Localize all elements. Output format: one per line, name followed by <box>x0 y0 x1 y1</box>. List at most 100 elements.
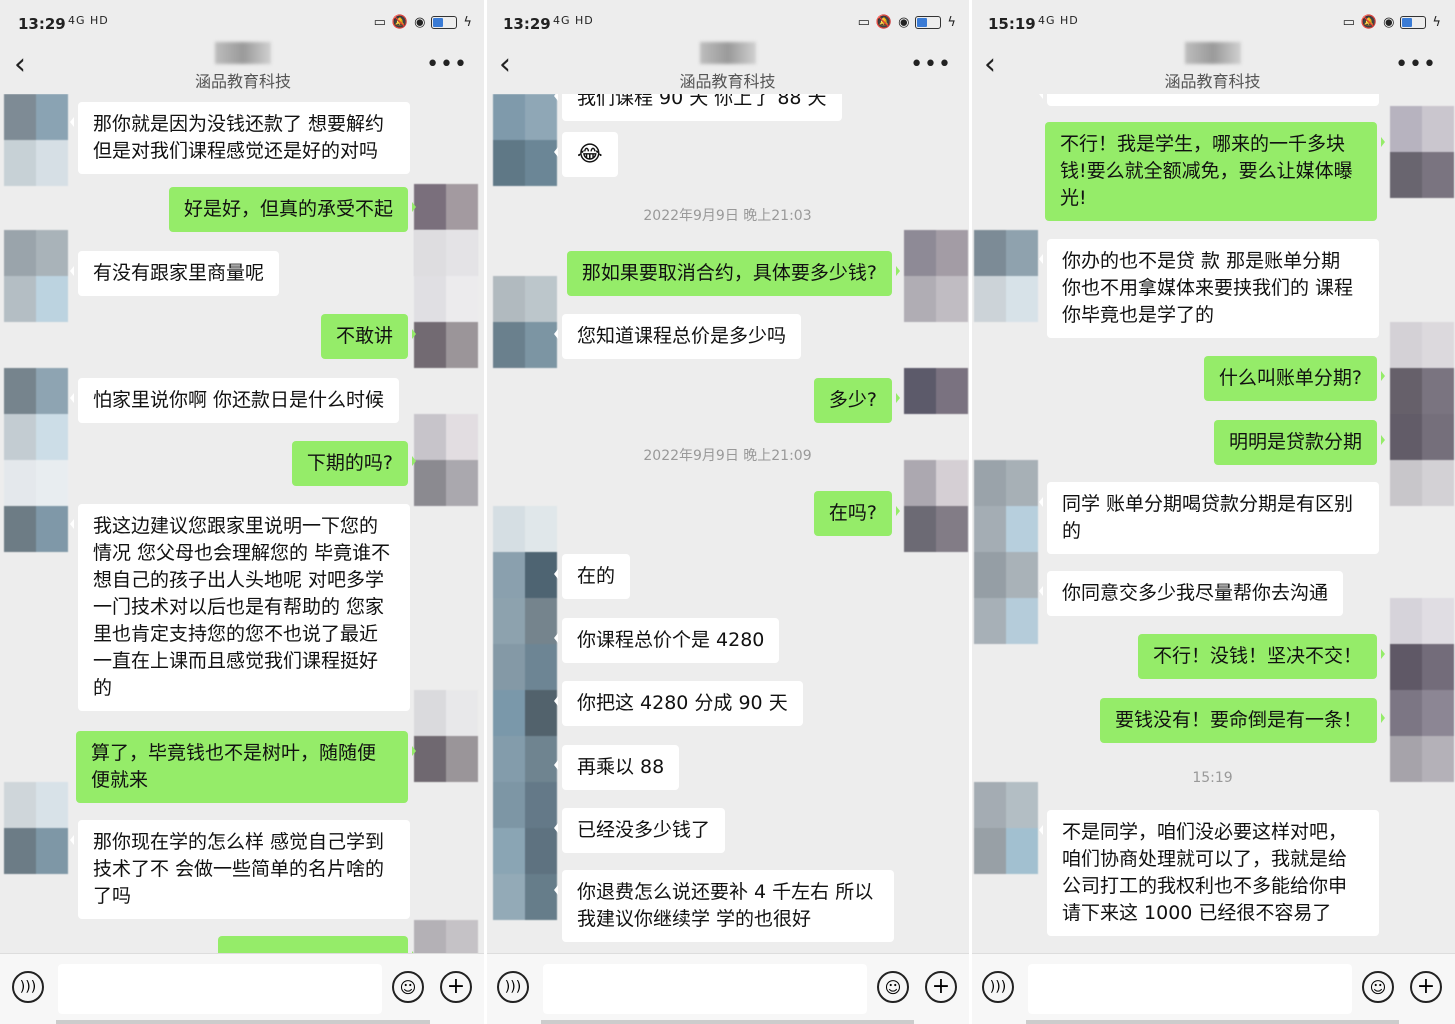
plus-icon[interactable]: + <box>925 971 957 1003</box>
message-bubble[interactable]: 你办的也不是贷 款 那是账单分期 你也不用拿媒体来要挟我们的 课程 你毕竟也是学… <box>1039 239 1379 338</box>
message-bubble[interactable]: 不是同学，咱们没必要这样对吧，咱们协商处理就可以了，我就是给公司打工的我权利也不… <box>1039 810 1379 936</box>
plus-icon[interactable]: + <box>1410 971 1442 1003</box>
avatar <box>4 230 68 322</box>
status-time: 15:19 <box>988 15 1036 33</box>
message-bubble[interactable]: 不行！没钱！坚决不交！ <box>1137 634 1386 679</box>
message-bubble[interactable]: 什么叫账单分期? <box>1203 356 1386 401</box>
back-icon[interactable]: ‹ <box>499 47 511 82</box>
message-bubble[interactable]: 已经没多少钱了 <box>553 808 726 853</box>
system-icons: ▭🔕◉ϟ <box>857 15 956 30</box>
message-bubble[interactable]: 好是好，但真的承受不起 <box>168 187 417 232</box>
status-bar: 15:19 4G HD ▭🔕◉ϟ <box>970 0 1455 46</box>
more-icon[interactable]: ••• <box>426 52 468 77</box>
message-bubble[interactable]: 再乘以 88 <box>553 745 680 790</box>
message-bubble[interactable]: 不行！我是学生，哪来的一千多块钱!要么就全额减免，要么让媒体曝光! <box>1045 122 1385 221</box>
avatar <box>974 460 1038 644</box>
message-bubble[interactable]: 你把这 4280 分成 90 天 <box>554 681 803 726</box>
status-time: 13:29 <box>18 15 66 33</box>
contact-name-redacted <box>1184 42 1241 64</box>
message-bubble[interactable]: 您知道课程总价是多少吗 <box>553 314 802 359</box>
chat-screen-3: 15:19 4G HD ▭🔕◉ϟ ‹ 涵品教育科技 ••• 不行！我是学生，哪来… <box>970 0 1455 1024</box>
message-list[interactable]: 那你就是因为没钱还款了 想要解约但是对我们课程感觉还是好的对吗 好是好，但真的承… <box>0 94 486 954</box>
more-icon[interactable]: ••• <box>1395 52 1437 77</box>
message-bubble[interactable]: 那如果要取消合约，具体要多少钱? <box>566 251 901 296</box>
input-bar: ))) ☺ + <box>0 953 486 1024</box>
timestamp: 15:19 <box>1192 770 1233 786</box>
avatar <box>4 782 68 874</box>
avatar <box>493 276 557 368</box>
avatar <box>414 920 478 954</box>
more-icon[interactable]: ••• <box>910 52 952 77</box>
home-indicator <box>56 1020 430 1024</box>
avatar <box>1390 322 1454 506</box>
message-bubble[interactable]: 不敢讲 <box>320 314 417 359</box>
message-list[interactable]: 不行！我是学生，哪来的一千多块钱!要么就全额减免，要么让媒体曝光! 你办的也不是… <box>970 94 1455 954</box>
plus-icon[interactable]: + <box>440 971 472 1003</box>
message-list[interactable]: 我们课程 90 天 你上了 88 天 😂 2022年9月9日 晚上21:03 那… <box>485 94 970 954</box>
avatar <box>493 506 557 920</box>
message-bubble[interactable]: 你同意交多少我尽量帮你去沟通 <box>1038 571 1344 616</box>
signal-indicator: 4G HD <box>68 14 109 27</box>
message-bubble-partial[interactable] <box>1039 94 1379 106</box>
emoji-icon[interactable]: ☺ <box>392 971 424 1003</box>
avatar <box>904 368 968 414</box>
message-bubble[interactable]: 那你现在学的怎么样 感觉自己学到技术了不 会做一些简单的名片啥的了吗 <box>70 820 410 919</box>
contact-name-redacted <box>215 42 271 64</box>
message-bubble[interactable]: 你课程总价个是 4280 <box>553 618 780 663</box>
panel-divider <box>484 0 487 1024</box>
back-icon[interactable]: ‹ <box>984 47 996 82</box>
chat-screen-1: 13:29 4G HD ▭🔕◉ϟ ‹ 涵品教育科技 ••• 那你就是因为没钱还款… <box>0 0 486 1024</box>
avatar <box>904 230 968 322</box>
message-bubble[interactable]: 怕家里说你啊 你还款日是什么时候 <box>69 378 400 423</box>
home-indicator <box>541 1020 914 1024</box>
chat-title: 涵品教育科技 <box>679 72 776 91</box>
message-bubble[interactable]: 要钱没有！要命倒是有一条！ <box>1099 698 1386 743</box>
emoji-icon[interactable]: ☺ <box>1362 971 1394 1003</box>
contact-name-redacted <box>699 42 756 64</box>
nav-bar: ‹ 涵品教育科技 ••• <box>0 42 486 94</box>
input-bar: ))) ☺ + <box>485 953 970 1024</box>
timestamp: 2022年9月9日 晚上21:09 <box>643 448 812 464</box>
signal-indicator: 4G HD <box>1038 14 1079 27</box>
nav-bar: ‹ 涵品教育科技 ••• <box>485 42 970 94</box>
message-bubble[interactable]: 算了，毕竟钱也不是树叶，随随便便就来 <box>76 731 416 803</box>
message-bubble[interactable]: 明明是贷款分期 <box>1213 420 1386 465</box>
message-bubble[interactable]: 下期的吗? <box>291 441 417 486</box>
voice-icon[interactable]: ))) <box>497 971 529 1003</box>
message-bubble[interactable]: 那你就是因为没钱还款了 想要解约但是对我们课程感觉还是好的对吗 <box>70 102 410 174</box>
message-bubble[interactable]: 你退费怎么说还要补 4 千左右 所以我建议你继续学 学的也很好 <box>554 870 894 942</box>
home-indicator <box>1026 1020 1399 1024</box>
voice-icon[interactable]: ))) <box>12 971 44 1003</box>
nav-bar: ‹ 涵品教育科技 ••• <box>970 42 1455 94</box>
back-icon[interactable]: ‹ <box>14 47 26 82</box>
status-time: 13:29 <box>503 15 551 33</box>
message-bubble[interactable]: 多少? <box>813 378 901 423</box>
status-bar: 13:29 4G HD ▭🔕◉ϟ <box>0 0 486 46</box>
message-bubble[interactable]: 在的 <box>553 554 631 599</box>
chat-title: 涵品教育科技 <box>1164 72 1261 91</box>
battery-icon <box>915 16 942 29</box>
message-bubble-partial[interactable] <box>218 936 416 954</box>
avatar <box>414 690 478 782</box>
chat-screen-2: 13:29 4G HD ▭🔕◉ϟ ‹ 涵品教育科技 ••• 我们课程 90 天 … <box>485 0 970 1024</box>
input-bar: ))) ☺ + <box>970 953 1455 1024</box>
message-input[interactable] <box>1028 964 1352 1014</box>
timestamp: 2022年9月9日 晚上21:03 <box>643 208 812 224</box>
voice-icon[interactable]: ))) <box>982 971 1014 1003</box>
avatar <box>974 782 1038 874</box>
chat-title: 涵品教育科技 <box>194 72 291 91</box>
message-input[interactable] <box>58 964 382 1014</box>
battery-icon <box>431 16 458 29</box>
avatar <box>4 368 68 552</box>
message-input[interactable] <box>543 964 867 1014</box>
message-bubble[interactable]: 同学 账单分期喝贷款分期是有区别的 <box>1039 482 1379 554</box>
message-bubble[interactable]: 我们课程 90 天 你上了 88 天 <box>554 94 842 121</box>
avatar <box>414 414 478 506</box>
message-sticker[interactable]: 😂 <box>554 132 618 177</box>
message-bubble[interactable]: 在吗? <box>813 491 901 536</box>
avatar <box>414 230 478 368</box>
message-bubble[interactable]: 有没有跟家里商量呢 <box>69 251 280 296</box>
signal-indicator: 4G HD <box>553 14 594 27</box>
emoji-icon[interactable]: ☺ <box>877 971 909 1003</box>
message-bubble[interactable]: 我这边建议您跟家里说明一下您的情况 您父母也会理解您的 毕竟谁不想自己的孩子出人… <box>70 504 410 711</box>
